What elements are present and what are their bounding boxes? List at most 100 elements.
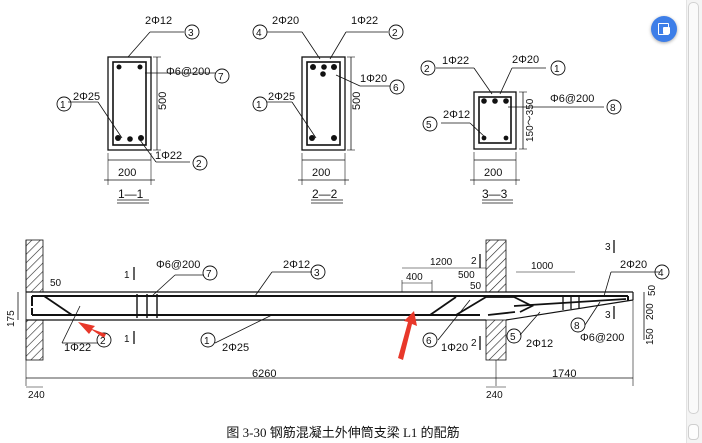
- section-1-1-stirrup: [112, 61, 147, 146]
- section-mark-2-top: 2: [471, 256, 477, 267]
- document-viewer: 2Φ12 3 Φ6@200 7 2Φ25 1 1Φ22 2 200 500 1—…: [6, 15, 670, 440]
- annotation-arrow-left: [78, 322, 106, 338]
- section-2-2-concrete: [301, 56, 346, 151]
- annotation-arrows: [78, 311, 417, 360]
- section-1-1: [56, 24, 230, 204]
- section-3-3-bar8-mark: 8: [610, 103, 616, 114]
- elev-bar3-label: 2Φ12: [283, 259, 310, 271]
- dim-1000: 1000: [531, 261, 554, 272]
- annotation-arrow-middle: [398, 311, 417, 360]
- section-3-3-bar2-mark: 2: [424, 64, 430, 75]
- section-3-3-labels: 1Φ22 2 2Φ20 1 Φ6@200 8 2Φ12 5 200 150～35…: [424, 54, 616, 201]
- section-1-1-bar3-mark: 3: [188, 28, 194, 39]
- section-1-1-bar2-label: 1Φ22: [155, 150, 182, 162]
- section-mark-3-top: 3: [605, 242, 611, 253]
- section-3-3-bar2-label: 1Φ22: [442, 55, 469, 67]
- section-2-2-bar2-mark: 2: [392, 28, 398, 39]
- section-3-3-width: 200: [484, 167, 502, 179]
- elev-bar7-mark: 7: [206, 269, 212, 280]
- dim-50-left: 50: [50, 278, 62, 289]
- section-2-2-bar4-mark: 4: [256, 28, 262, 39]
- floating-tool-button[interactable]: [651, 16, 677, 42]
- section-2-2-bar4-label: 2Φ20: [272, 15, 299, 27]
- section-1-1-labels: 2Φ12 3 Φ6@200 7 2Φ25 1 1Φ22 2 200 500 1—…: [60, 15, 224, 201]
- section-3-3-bar1-label: 2Φ20: [512, 54, 539, 66]
- beam-elevation: [17, 239, 670, 388]
- section-2-2-bar2-label: 1Φ22: [351, 15, 378, 27]
- section-3-3: [420, 60, 622, 204]
- section-2-2-title: 2—2: [312, 187, 338, 201]
- section-3-3-stirrup: [478, 96, 512, 144]
- dim-400: 400: [406, 272, 423, 283]
- section-3-3-title: 3—3: [482, 187, 508, 201]
- dim-50-mid: 50: [470, 281, 482, 292]
- section-mark-2-bottom: 2: [471, 338, 477, 349]
- section-1-1-bar1-label: 2Φ25: [73, 91, 100, 103]
- section-2-2-bars: [309, 64, 337, 141]
- elev-bar4-mark: 4: [658, 268, 664, 279]
- vertical-scrollbar[interactable]: [686, 0, 702, 443]
- section-2-2: [252, 24, 405, 204]
- elev-bar6-label: 1Φ20: [441, 342, 468, 354]
- elev-bar6-mark: 6: [426, 336, 432, 347]
- section-2-2-bar6-mark: 6: [393, 83, 399, 94]
- elev-bar2-mark: 2: [100, 336, 106, 347]
- dim-150: 150: [645, 328, 656, 345]
- section-3-3-height: 150～350: [525, 98, 536, 142]
- elev-bar3-mark: 3: [314, 268, 320, 279]
- section-3-3-bars: [481, 98, 509, 141]
- dim-1740: 1740: [552, 368, 576, 380]
- rebar-drawing: 2Φ12 3 Φ6@200 7 2Φ25 1 1Φ22 2 200 500 1—…: [6, 15, 670, 401]
- section-2-2-labels: 2Φ20 4 1Φ22 2 1Φ20 6 2Φ25 1 200 500 2—2: [256, 15, 399, 201]
- elev-bar1-label: 2Φ25: [222, 342, 249, 354]
- section-3-3-bar5-mark: 5: [426, 120, 432, 131]
- section-1-1-height: 500: [157, 92, 169, 110]
- elev-bar7-label: Φ6@200: [156, 259, 200, 271]
- section-2-2-height: 500: [351, 92, 363, 110]
- elev-bar8-mark: 8: [574, 321, 580, 332]
- overlay-icon: [663, 27, 670, 34]
- elev-bar5-label: 2Φ12: [526, 338, 553, 350]
- section-2-2-width: 200: [312, 167, 330, 179]
- section-1-1-title: 1—1: [118, 187, 144, 201]
- mid-support: [485, 319, 507, 361]
- section-mark-1-bottom: 1: [124, 334, 130, 345]
- elev-bar8-label: Φ6@200: [580, 332, 624, 344]
- left-wall-hatch: [25, 239, 44, 293]
- section-mark-1-top: 1: [124, 270, 130, 281]
- section-1-1-concrete: [107, 56, 152, 151]
- mid-wall-hatch: [485, 239, 507, 293]
- dim-175: 175: [6, 310, 17, 327]
- dim-50-right: 50: [647, 284, 658, 296]
- dim-500: 500: [458, 270, 475, 281]
- elev-bar4-label: 2Φ20: [620, 259, 647, 271]
- elev-bar2-label: 1Φ22: [64, 342, 91, 354]
- section-1-1-bars: [115, 64, 144, 142]
- section-1-1-bar1-mark: 1: [60, 100, 66, 111]
- section-1-1-bar3-label: 2Φ12: [145, 15, 172, 27]
- section-1-1-bar2-mark: 2: [196, 159, 202, 170]
- scrollbar-thumb[interactable]: [688, 2, 699, 414]
- section-3-3-concrete: [473, 91, 517, 150]
- section-2-2-bar1-label: 2Φ25: [268, 91, 295, 103]
- section-1-1-bar7-label: Φ6@200: [166, 66, 210, 78]
- dim-1200: 1200: [430, 257, 453, 268]
- section-3-3-bar5-label: 2Φ12: [443, 109, 470, 121]
- section-3-3-bar1-mark: 1: [554, 64, 560, 75]
- elev-bar5-mark: 5: [510, 332, 516, 343]
- section-2-2-bar6-label: 1Φ20: [360, 73, 387, 85]
- dim-240-mid: 240: [486, 390, 503, 401]
- section-1-1-bar7-mark: 7: [218, 72, 224, 83]
- dim-6260: 6260: [252, 368, 276, 380]
- dim-240-left: 240: [28, 390, 45, 401]
- left-support: [25, 319, 44, 361]
- elev-bar1-mark: 1: [204, 336, 210, 347]
- figure-caption: 图 3-30 钢筋混凝土外伸筒支梁 L1 的配筋: [226, 425, 460, 440]
- section-2-2-stirrup: [306, 61, 341, 146]
- section-3-3-bar8-label: Φ6@200: [550, 93, 594, 105]
- scroll-down-button[interactable]: [688, 424, 699, 440]
- dim-200: 200: [645, 303, 656, 320]
- elevation-labels: Φ6@200 7 2Φ12 3 2Φ20 4 1Φ22 2 2Φ25 1 1Φ2…: [6, 242, 664, 401]
- section-mark-3-bottom: 3: [605, 310, 611, 321]
- section-2-2-bar1-mark: 1: [256, 100, 262, 111]
